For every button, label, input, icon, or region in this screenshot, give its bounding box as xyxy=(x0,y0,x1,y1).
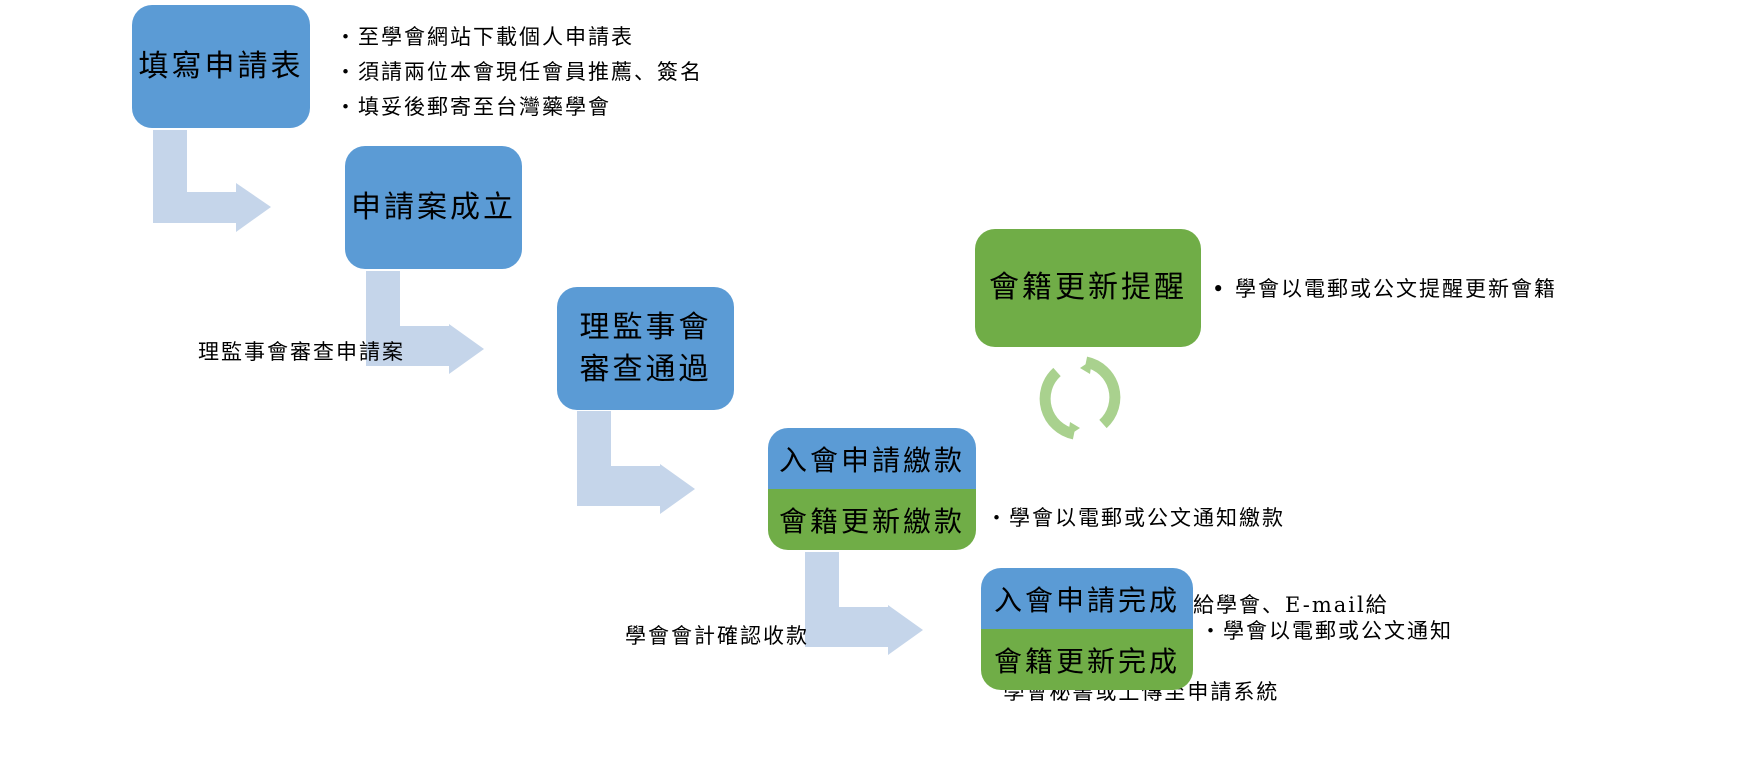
payment-renewal: 會籍更新繳款 xyxy=(768,489,976,550)
board-review-label: 理監事會審查申請案 xyxy=(198,340,405,364)
renewal-reminder-box: 會籍更新提醒 xyxy=(975,229,1201,347)
accounting-label: 學會會計確認收款 xyxy=(625,624,809,648)
fill-form-note-2: ・須請兩位本會現任會員推薦、簽名 xyxy=(335,60,703,84)
cycle-arrows-icon xyxy=(1039,356,1121,440)
completed-renewal-label: 會籍更新完成 xyxy=(993,644,1180,678)
board-approved-box: 理監事會 審查通過 xyxy=(557,287,734,410)
bent-arrow-icon-2 xyxy=(366,271,484,374)
bent-arrow-icon-1 xyxy=(153,130,271,232)
renewal-reminder-title: 會籍更新提醒 xyxy=(989,270,1187,305)
fill-form-note-3: ・填妥後郵寄至台灣藥學會 xyxy=(335,95,611,119)
bent-arrow-icon-4 xyxy=(805,552,923,655)
fill-form-notes: ・至學會網站下載個人申請表 ・須請兩位本會現任會員推薦、簽名 ・填妥後郵寄至台灣… xyxy=(335,20,703,125)
bent-arrow-icon-3 xyxy=(577,411,695,514)
payment-box: 入會申請繳款 會籍更新繳款 xyxy=(768,428,976,550)
payment-join-label: 入會申請繳款 xyxy=(778,443,965,477)
completed-renewal: 會籍更新完成 xyxy=(981,629,1193,690)
completed-note: ・學會以電郵或公文通知 xyxy=(1200,619,1453,643)
payment-join: 入會申請繳款 xyxy=(768,428,976,489)
fill-form-note-1: ・至學會網站下載個人申請表 xyxy=(335,25,634,49)
case-established-box: 申請案成立 xyxy=(345,146,522,269)
board-approved-line2: 審查通過 xyxy=(579,351,712,387)
payment-note-1: ・學會以電郵或公文通知繳款 xyxy=(986,506,1285,530)
fill-form-title: 填寫申請表 xyxy=(138,48,304,84)
renewal-reminder-note: • 學會以電郵或公文提醒更新會籍 xyxy=(1212,277,1558,301)
payment-renewal-label: 會籍更新繳款 xyxy=(778,504,965,538)
completed-join: 入會申請完成 xyxy=(981,568,1193,629)
completed-join-label: 入會申請完成 xyxy=(993,583,1180,617)
completed-box: 入會申請完成 會籍更新完成 xyxy=(981,568,1193,690)
fill-form-box: 填寫申請表 xyxy=(132,5,310,128)
board-approved-line1: 理監事會 xyxy=(579,309,712,345)
case-established-title: 申請案成立 xyxy=(351,189,516,225)
